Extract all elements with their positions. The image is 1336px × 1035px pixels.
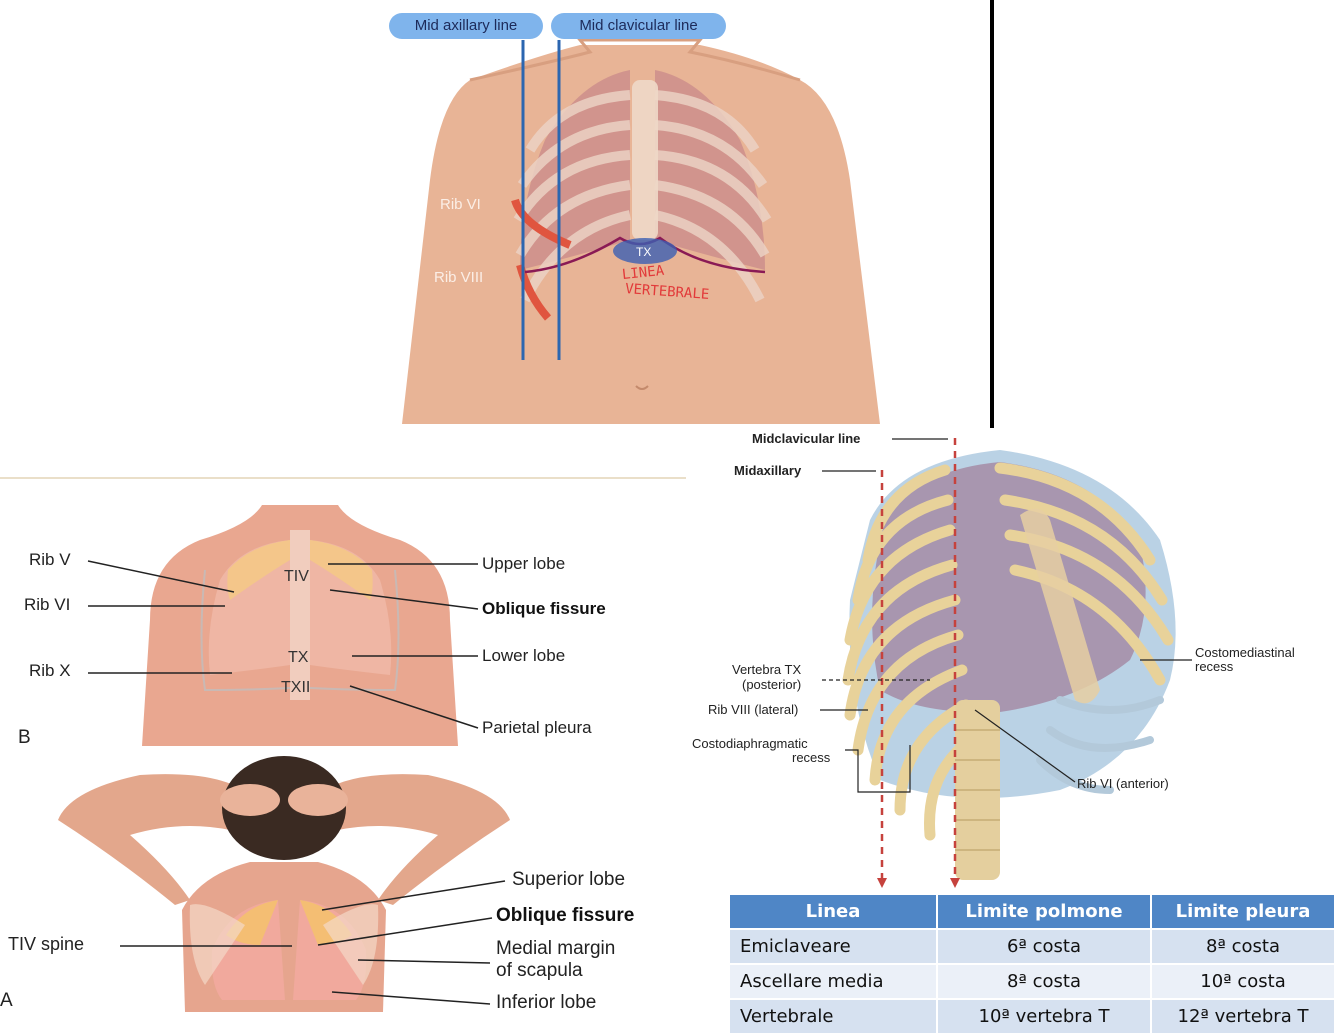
rib-vi-label: Rib VI — [440, 196, 481, 213]
table-row: Vertebrale 10ª vertebra T 12ª vertebra T — [728, 998, 1336, 1035]
back-rib-x-label: Rib X — [29, 661, 71, 680]
back-oblique-fissure-label: Oblique fissure — [482, 599, 606, 618]
back-rib-vi-label: Rib VI — [24, 595, 71, 614]
panel-b-label: B — [18, 727, 31, 748]
costomediastinal-label: Costomediastinal — [1195, 645, 1295, 660]
back-rib-v-label: Rib V — [29, 550, 71, 569]
inferior-lobe-label: Inferior lobe — [496, 992, 597, 1013]
back-parietal-pleura-label: Parietal pleura — [482, 718, 592, 737]
cell-line: Vertebrale — [728, 998, 938, 1035]
mid-axillary-line-tag: Mid axillary line — [389, 13, 543, 39]
header-limite-pleura: Limite pleura — [1150, 893, 1336, 930]
cell-pleura-limit: 8ª costa — [1150, 928, 1336, 965]
header-linea: Linea — [728, 893, 938, 930]
midaxillary-label: Midaxillary — [734, 463, 802, 478]
tx-marker-label: TX — [636, 245, 652, 259]
table-row: Ascellare media 8ª costa 10ª costa — [728, 963, 1336, 1000]
mid-clavicular-line-tag: Mid clavicular line — [551, 13, 726, 39]
cell-line: Ascellare media — [728, 963, 938, 1000]
cell-lung-limit: 6ª costa — [936, 928, 1152, 965]
cell-line: Emiclaveare — [728, 928, 938, 965]
panel-a-label: A — [0, 990, 13, 1011]
rib-viii-label: Rib VIII — [434, 269, 484, 286]
costodiaphragmatic-recess-label: recess — [792, 750, 831, 765]
rib-vi-anterior-label: Rib VI (anterior) — [1077, 776, 1169, 791]
back-lower-lobe-label: Lower lobe — [482, 646, 566, 665]
header-limite-polmone: Limite polmone — [936, 893, 1152, 930]
cell-lung-limit: 10ª vertebra T — [936, 998, 1152, 1035]
arms-oblique-fissure-label: Oblique fissure — [496, 905, 635, 926]
limits-table: Linea Limite polmone Limite pleura Emicl… — [728, 893, 1336, 1035]
rib-viii-lateral-label: Rib VIII (lateral) — [708, 702, 799, 717]
vertebra-tx-posterior-label: (posterior) — [742, 677, 802, 692]
cell-pleura-limit: 12ª vertebra T — [1150, 998, 1336, 1035]
back-tiv-label: TIV — [284, 568, 309, 585]
table-row: Emiclaveare 6ª costa 8ª costa — [728, 928, 1336, 965]
superior-lobe-label: Superior lobe — [512, 869, 626, 890]
back-txii-label: TXII — [281, 679, 311, 696]
vertebra-tx-label: Vertebra TX — [732, 662, 802, 677]
costomediastinal-recess-label: recess — [1195, 659, 1234, 674]
medial-margin-label: Medial margin — [496, 938, 616, 959]
costodiaphragmatic-label: Costodiaphragmatic — [692, 736, 808, 751]
back-tx-label: TX — [288, 649, 309, 666]
midclavicular-line-label: Midclavicular line — [752, 431, 861, 446]
back-upper-lobe-label: Upper lobe — [482, 554, 566, 573]
of-scapula-label: of scapula — [496, 960, 583, 981]
cell-lung-limit: 8ª costa — [936, 963, 1152, 1000]
cell-pleura-limit: 10ª costa — [1150, 963, 1336, 1000]
tiv-spine-label: TIV spine — [8, 934, 85, 954]
table-header-row: Linea Limite polmone Limite pleura — [728, 893, 1336, 930]
